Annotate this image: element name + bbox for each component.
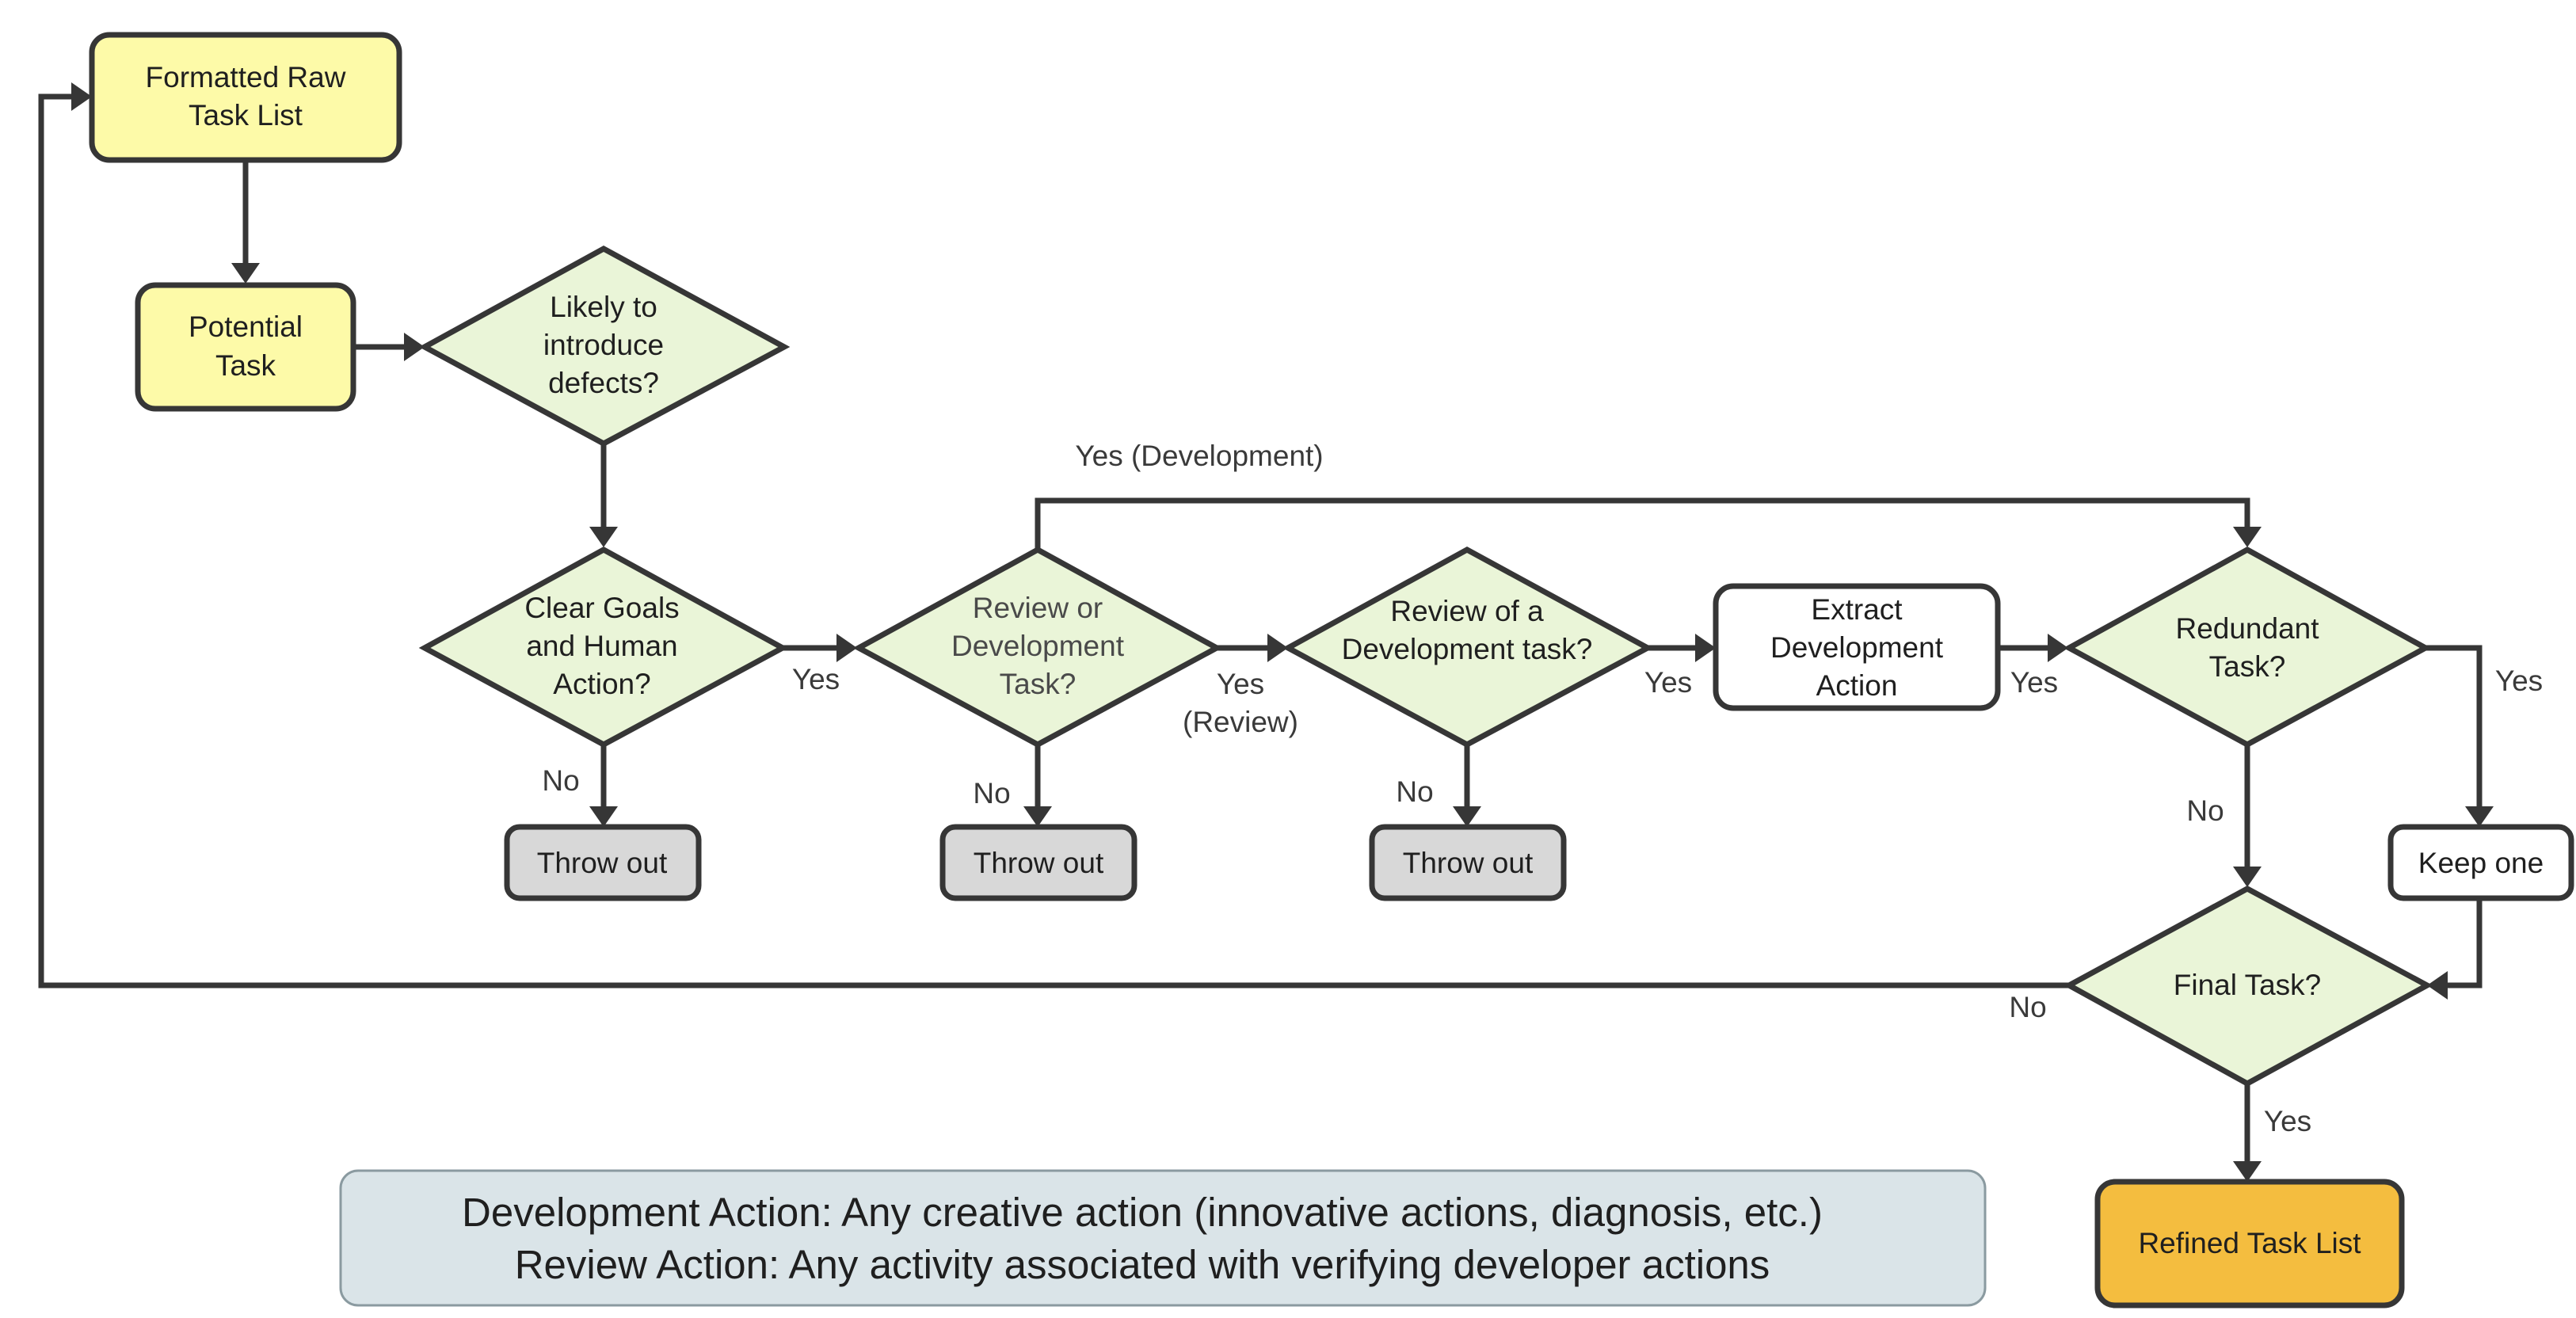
decision-shape	[2063, 886, 2433, 1087]
node-line: Task List	[189, 99, 303, 131]
node-potential-task: Potential Task	[135, 282, 356, 412]
node-line: Redundant	[2175, 612, 2319, 645]
decision-likely-to-introduce-defects: Likely to introduce defects?	[418, 246, 791, 447]
edge-redundant-to-keep-one	[2425, 645, 2483, 806]
legend-box: Development Action: Any creative action …	[339, 1169, 1987, 1307]
node-box	[135, 282, 356, 412]
decision-final-task: Final Task?	[2063, 886, 2433, 1087]
node-line: defects?	[548, 367, 659, 399]
node-box	[504, 824, 702, 901]
decision-shape	[852, 547, 1223, 748]
decision-shape	[418, 547, 789, 748]
node-line: Development task?	[1342, 633, 1593, 665]
arrowhead	[589, 527, 618, 547]
node-label: Throw out	[537, 847, 668, 879]
arrowhead	[2233, 867, 2262, 887]
node-box	[939, 824, 1137, 901]
arrowhead	[231, 263, 260, 284]
node-label: Throw out	[974, 847, 1104, 879]
label-final-no: No	[2009, 991, 2046, 1023]
node-label: Refined Task List	[2138, 1227, 2361, 1259]
arrowhead	[589, 806, 618, 827]
label-clear-yes: Yes	[792, 663, 840, 695]
node-line: Action?	[553, 668, 650, 700]
legend-background	[339, 1169, 1987, 1307]
node-line: and Human	[526, 630, 677, 662]
edge-final-to-raw-loop	[38, 93, 2069, 988]
node-label: Throw out	[1403, 847, 1534, 879]
label-review-or-dev-yes: Yes	[1217, 668, 1264, 700]
node-box	[2387, 824, 2574, 901]
node-line: Development	[951, 630, 1125, 662]
arrowhead	[1453, 806, 1481, 827]
node-box	[1369, 824, 1567, 901]
decision-shape	[1282, 547, 1654, 748]
node-line: Likely to	[550, 291, 657, 323]
node-box	[2094, 1179, 2405, 1308]
label-clear-no: No	[542, 764, 579, 797]
node-box	[1713, 583, 2001, 711]
edge-labels: Yes (Development) Yes No Yes (Review) No…	[542, 440, 2543, 1137]
connectors	[38, 82, 2494, 1182]
decision-review-of-development-task: Review of a Development task?	[1282, 547, 1654, 748]
node-line: Task	[215, 349, 276, 382]
node-line: Task?	[1000, 668, 1077, 700]
node-throw-out-3: Throw out	[1369, 824, 1567, 901]
arrowhead	[2048, 634, 2068, 662]
arrowhead	[1023, 806, 1052, 827]
label-redundant-no: No	[2186, 794, 2224, 827]
legend-review-action: Review Action: Any activity associated w…	[515, 1242, 1770, 1287]
node-refined-task-list: Refined Task List	[2094, 1179, 2405, 1308]
label-final-yes: Yes	[2264, 1105, 2311, 1137]
node-throw-out-2: Throw out	[939, 824, 1137, 901]
arrowhead	[2465, 806, 2494, 827]
edge-review-or-dev-to-redundant	[1035, 497, 2250, 551]
decision-shape	[2063, 547, 2432, 748]
decision-redundant-task: Redundant Task?	[2063, 547, 2432, 748]
node-line: Action	[1816, 669, 1898, 702]
arrowhead	[1267, 634, 1288, 662]
label-yes-development: Yes (Development)	[1075, 440, 1323, 472]
label-review-of-dev-yes: Yes	[1644, 666, 1692, 699]
node-keep-one: Keep one	[2387, 824, 2574, 901]
node-throw-out-1: Throw out	[504, 824, 702, 901]
node-box	[89, 32, 402, 163]
node-line: Formatted Raw	[146, 61, 346, 93]
label-extract-yes: Yes	[2010, 666, 2058, 699]
node-line: Clear Goals	[524, 592, 679, 624]
node-formatted-raw-task-list: Formatted Raw Task List	[89, 32, 402, 163]
arrowhead	[71, 82, 92, 111]
node-line: Review or	[973, 592, 1103, 624]
arrowhead	[2427, 971, 2448, 1000]
node-line: Task?	[2209, 650, 2286, 683]
node-line: Potential	[189, 310, 303, 343]
node-line: Review of a	[1390, 595, 1544, 627]
label-review-or-dev-yes-review: (Review)	[1183, 706, 1298, 738]
arrowhead	[836, 634, 857, 662]
arrowhead	[404, 333, 425, 361]
decision-clear-goals: Clear Goals and Human Action?	[418, 547, 789, 748]
edge-keep-one-to-final	[2448, 898, 2483, 988]
decision-shape	[418, 246, 791, 447]
arrowhead	[2233, 527, 2262, 547]
node-label: Final Task?	[2174, 969, 2321, 1001]
label-redundant-yes: Yes	[2495, 665, 2543, 697]
decision-review-or-development: Review or Development Task?	[852, 547, 1223, 748]
node-extract-development-action: Extract Development Action	[1713, 583, 2001, 711]
node-line: Development	[1770, 631, 1944, 664]
label-review-or-dev-no: No	[973, 777, 1010, 809]
node-line: Extract	[1811, 593, 1903, 626]
node-line: introduce	[543, 329, 664, 361]
arrowhead	[1695, 634, 1716, 662]
label-review-of-dev-no: No	[1396, 775, 1433, 808]
legend-development-action: Development Action: Any creative action …	[462, 1190, 1823, 1235]
arrowhead	[2233, 1161, 2262, 1182]
node-label: Keep one	[2418, 847, 2544, 879]
